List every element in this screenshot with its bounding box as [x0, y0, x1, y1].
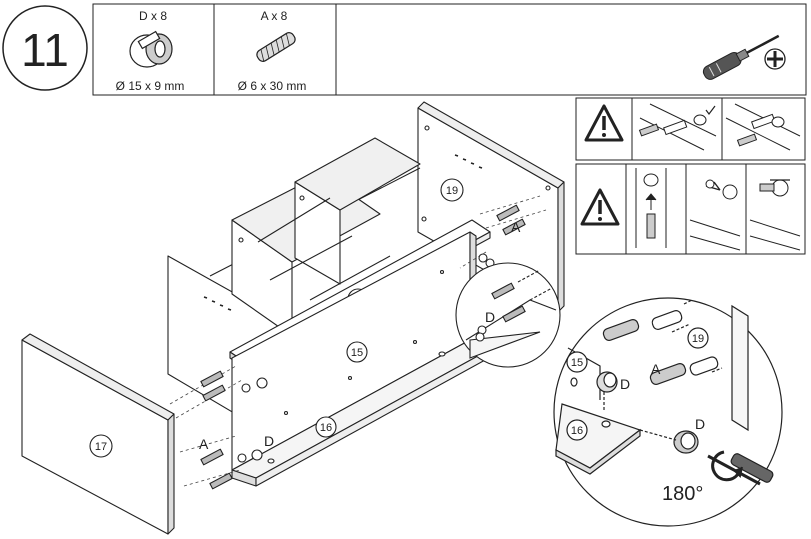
fittings-main	[200, 204, 526, 490]
panel-shelf-bottom: 16	[231, 339, 497, 487]
warning-panel-2	[575, 163, 806, 255]
detail-circle	[553, 297, 783, 527]
label-dowel-detail: A	[651, 361, 661, 377]
detail-dowel-upper	[602, 310, 683, 341]
panel-side-left: 17	[21, 333, 175, 535]
label-dowel-main: A	[199, 436, 209, 452]
zoom-circle-small	[455, 262, 561, 368]
label-panel-side-right: 19	[446, 185, 458, 197]
part-cam: D x 8 Ø 15 x 9 mm	[116, 9, 185, 93]
cam-insert-step	[635, 168, 667, 248]
part-dowel: A x 8 Ø 6 x 30 mm	[238, 9, 307, 93]
detail-cam-lock	[596, 371, 618, 393]
label-panel-side-left: 17	[95, 441, 107, 453]
phillips-bit-icon	[764, 48, 786, 70]
label-detail-back: 15	[571, 357, 583, 369]
warning-icon	[584, 104, 624, 142]
dowel-quantity: A x 8	[261, 9, 288, 23]
detail-dowel-lower	[649, 356, 719, 385]
dowel-icon	[256, 32, 296, 62]
label-detail-side: 19	[692, 333, 704, 345]
rotation-label: 180°	[662, 483, 703, 505]
label-cam-main: D	[264, 433, 274, 449]
parts-header-box	[92, 3, 807, 96]
label-cam-small-zoom: D	[485, 309, 495, 325]
label-panel-shelf-bottom: 16	[320, 422, 332, 434]
step-badge: 11	[2, 5, 88, 91]
cam-align-step	[689, 179, 741, 251]
panel-side-right: 19	[417, 101, 565, 313]
cam-quantity: D x 8	[139, 9, 167, 23]
label-cam-detail-rotate: D	[695, 416, 705, 432]
label-detail-shelf: 16	[571, 425, 583, 437]
incorrect-dowel-placement	[725, 103, 801, 151]
warning-panel-1	[575, 97, 806, 161]
label-panel-back: 15	[351, 347, 363, 359]
label-dowel-right: A	[511, 219, 521, 235]
detail-screwdriver-icon	[707, 450, 774, 486]
warning-icon	[580, 188, 620, 226]
correct-dowel-placement	[638, 103, 717, 151]
cam-size: Ø 15 x 9 mm	[116, 79, 185, 93]
detail-cam-rotate	[639, 429, 699, 454]
dowel-size: Ø 6 x 30 mm	[238, 79, 307, 93]
cam-lock-step	[749, 179, 801, 251]
screwdriver-icon	[702, 34, 780, 80]
step-number: 11	[21, 24, 69, 76]
label-cam-detail: D	[620, 376, 630, 392]
cam-lock-icon	[129, 30, 173, 68]
assembly-main: 19 16 15	[21, 101, 565, 535]
